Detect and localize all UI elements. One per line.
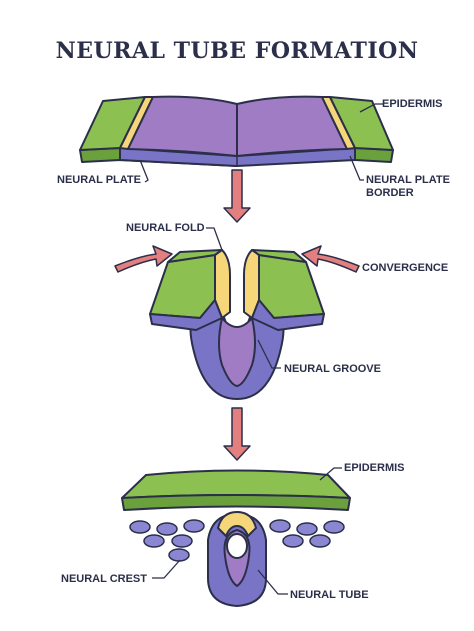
crest-cell: [309, 534, 331, 548]
stage-neural-plate: [79, 95, 394, 167]
left-fold-border: [214, 249, 231, 319]
groove-inner: [218, 317, 256, 387]
label-neural-plate: NEURAL PLATE: [57, 174, 141, 186]
epidermis-sheet-underside: [121, 494, 351, 511]
label-neural-tube: NEURAL TUBE: [290, 589, 369, 601]
right-fold-underside: [251, 299, 325, 331]
label-epidermis-bottom: EPIDERMIS: [344, 462, 405, 474]
leader-lines-stage-1: [139, 103, 383, 183]
leader-lines-stage-3: [152, 467, 342, 595]
stage-neural-tube: [121, 469, 351, 607]
label-neural-crest: NEURAL CREST: [61, 573, 147, 585]
label-convergence: CONVERGENCE: [362, 262, 449, 274]
convergence-arrows: [114, 245, 360, 273]
label-neural-fold: NEURAL FOLD: [126, 222, 205, 234]
crest-cell: [129, 520, 151, 534]
plate-top-right-epidermis: [329, 96, 394, 151]
neural-tube-canal: [226, 533, 248, 559]
crest-cell: [183, 519, 205, 533]
diagram-title: NEURAL TUBE FORMATION: [55, 38, 419, 64]
crest-cell: [296, 522, 318, 536]
crest-cell: [143, 534, 165, 548]
crest-cell: [168, 548, 190, 562]
convergence-arrow-right: [301, 245, 360, 273]
right-fold-border: [243, 249, 260, 319]
label-neural-plate-border: NEURAL PLATE BORDER: [366, 174, 450, 199]
convergence-arrow-left: [114, 245, 173, 273]
stage-neural-groove: [149, 249, 325, 400]
crest-cell: [323, 520, 345, 534]
crest-cell: [269, 519, 291, 533]
label-neural-groove: NEURAL GROOVE: [284, 363, 381, 375]
arrow-down-2: [223, 407, 251, 461]
epidermis-sheet: [121, 469, 351, 499]
label-epidermis-top: EPIDERMIS: [382, 98, 443, 110]
crest-cell: [282, 534, 304, 548]
neural-tube-cap: [217, 511, 257, 537]
neural-crest-cells: [129, 519, 345, 562]
left-fold-underside: [149, 299, 223, 331]
crest-cell: [171, 534, 193, 548]
crest-cell: [156, 522, 178, 536]
leader-lines-stage-2: [206, 227, 281, 369]
arrow-down-1: [223, 169, 251, 223]
